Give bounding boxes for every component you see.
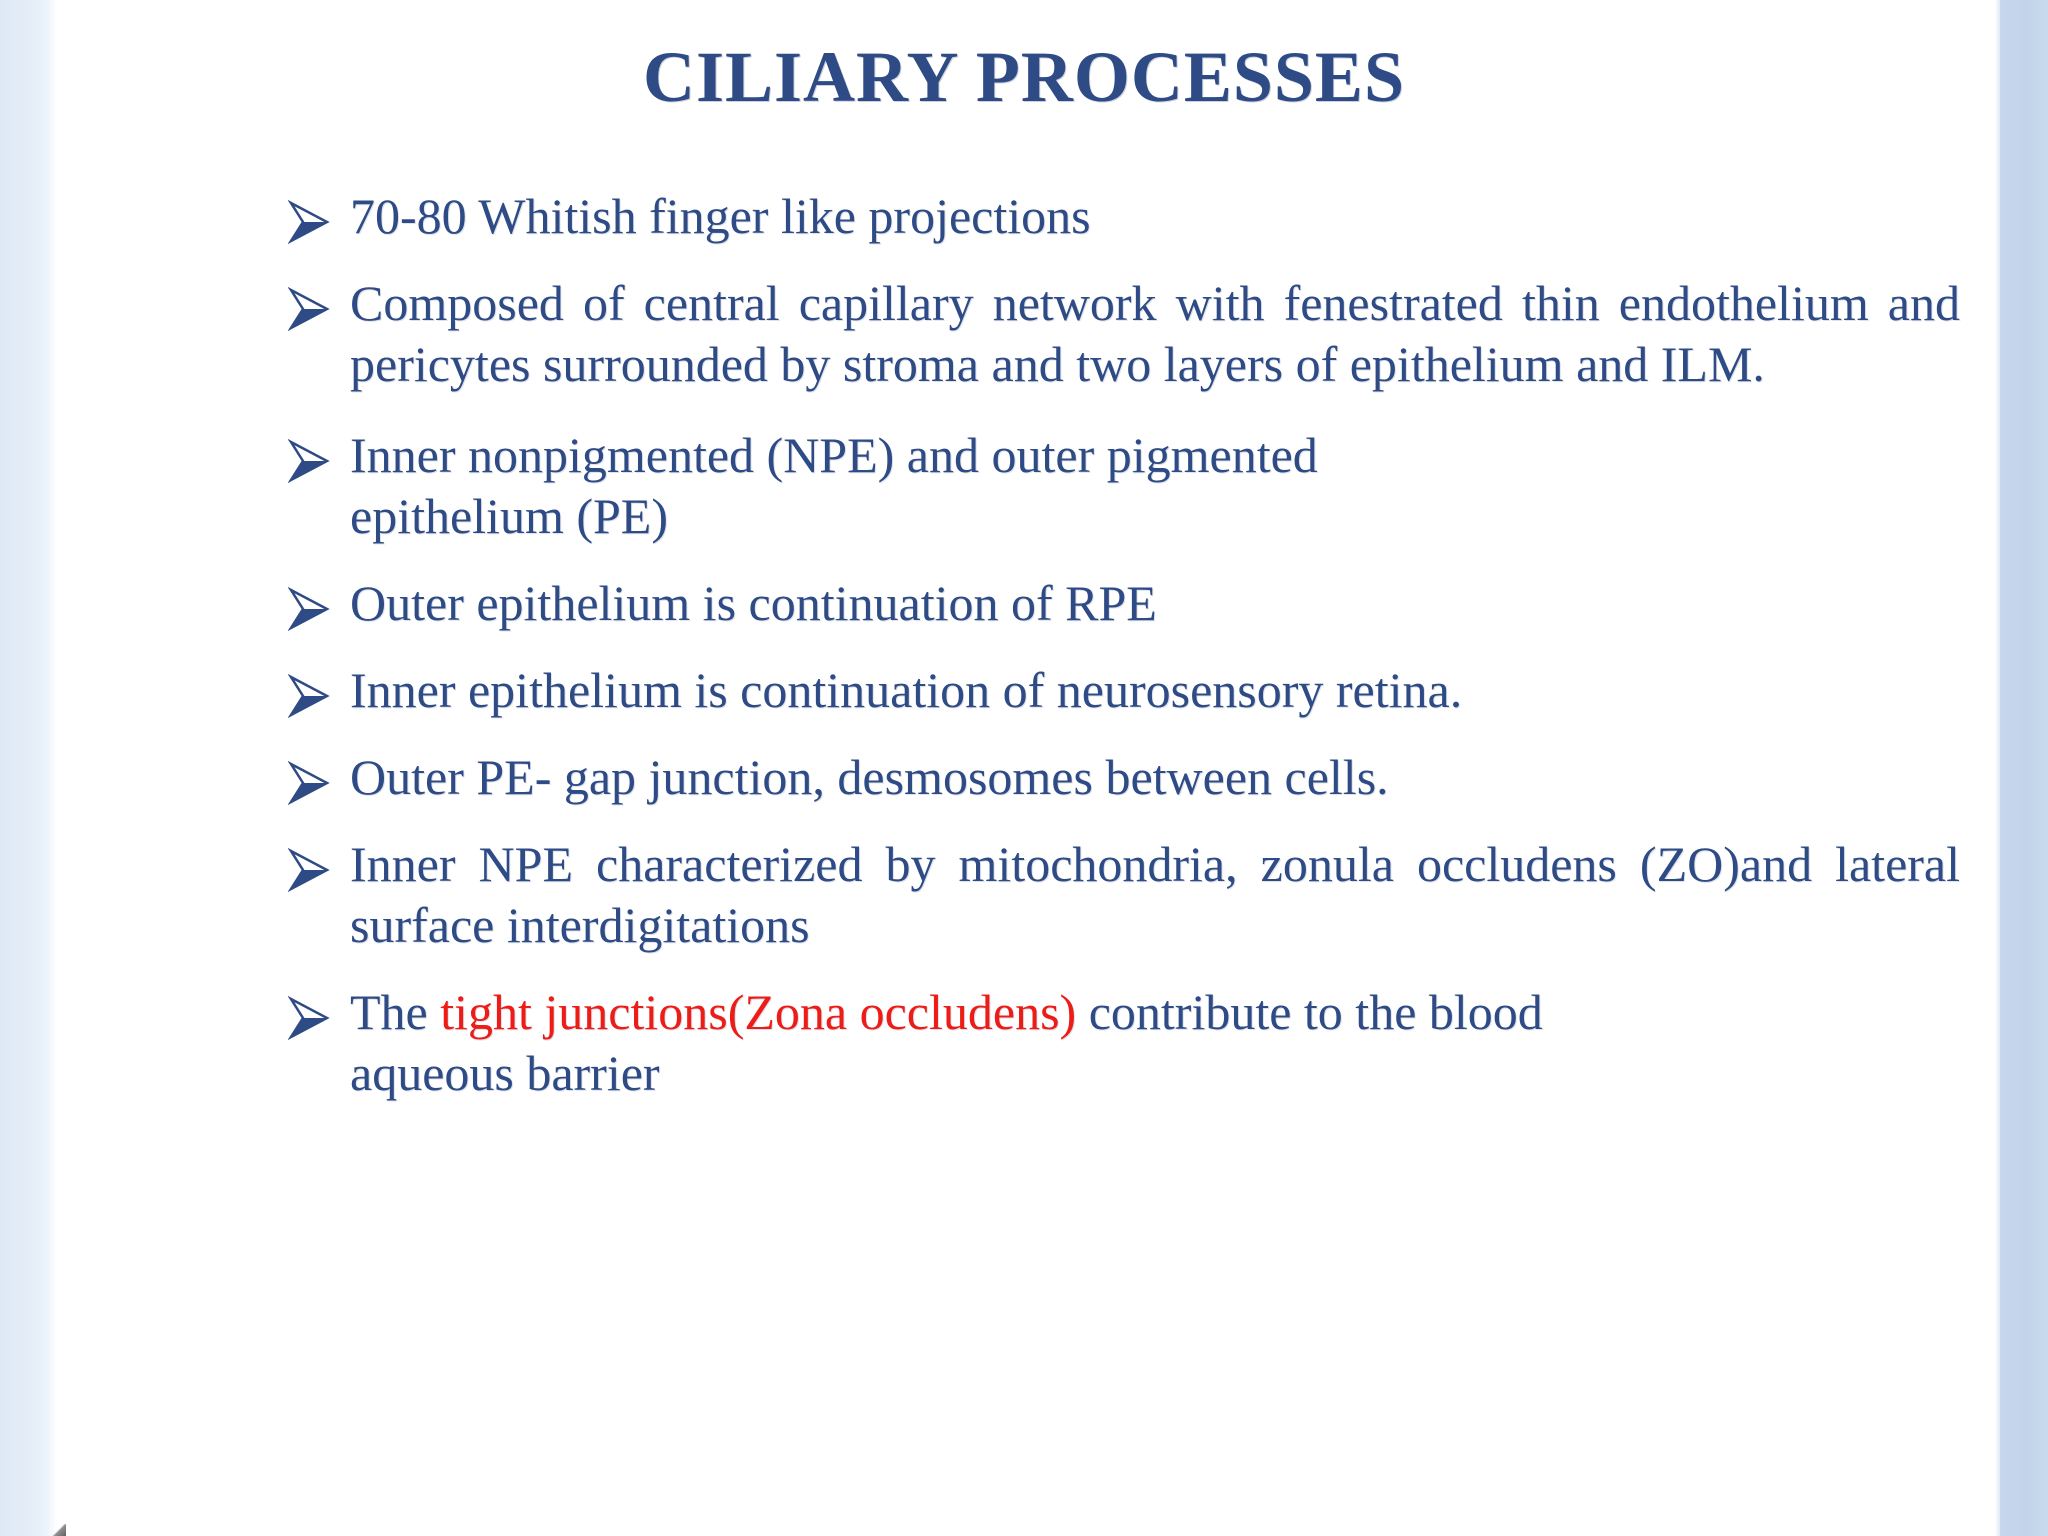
arrowhead-right-icon	[288, 660, 350, 718]
bullet-text: Composed of central capillary network wi…	[350, 273, 1960, 395]
bullet-item-npe-pe: Inner nonpigmented (NPE) and outer pigme…	[288, 425, 1960, 547]
slide-title: CILIARY PROCESSES	[643, 37, 1405, 117]
bullet-text: Outer PE- gap junction, desmosomes betwe…	[350, 749, 1389, 805]
bullet-text: Inner nonpigmented (NPE) and outer pigme…	[350, 427, 1318, 544]
bullet-text: 70-80 Whitish finger like projections	[350, 188, 1091, 244]
arrowhead-right-icon	[288, 747, 350, 805]
right-edge-band	[2000, 0, 2048, 1536]
bullet-list: 70-80 Whitish finger like projections Co…	[288, 186, 1960, 1104]
arrowhead-right-icon	[288, 573, 350, 631]
bullet-text-after: contribute to the blood aqueous barrier	[350, 984, 1543, 1101]
bullet-item-composition: Composed of central capillary network wi…	[288, 273, 1960, 395]
bullet-item-outer-rpe: Outer epithelium is continuation of RPE	[288, 573, 1960, 634]
bullet-item-outer-pe-junctions: Outer PE- gap junction, desmosomes betwe…	[288, 747, 1960, 808]
arrowhead-right-icon	[288, 186, 350, 244]
bottom-left-corner-mark	[52, 1524, 66, 1536]
bullet-paragraph: Inner NPE characterized by mitochondria,…	[350, 836, 1960, 953]
arrowhead-right-icon	[288, 834, 350, 892]
arrowhead-right-icon	[288, 425, 350, 483]
bullet-paragraph: Composed of central capillary network wi…	[350, 275, 1960, 392]
bullet-text: Inner epithelium is continuation of neur…	[350, 662, 1463, 718]
bullet-text-before: The	[350, 984, 441, 1040]
bullet-item-inner-retina: Inner epithelium is continuation of neur…	[288, 660, 1960, 721]
left-edge-highlight	[52, 0, 56, 1536]
arrowhead-right-icon	[288, 273, 350, 331]
left-edge-band	[0, 0, 52, 1536]
bullet-item-projections: 70-80 Whitish finger like projections	[288, 186, 1960, 247]
bullet-text: Outer epithelium is continuation of RPE	[350, 575, 1157, 631]
arrowhead-right-icon	[288, 982, 350, 1040]
bullet-text: Inner NPE characterized by mitochondria,…	[350, 834, 1960, 956]
bullet-item-inner-npe-features: Inner NPE characterized by mitochondria,…	[288, 834, 1960, 956]
bullet-text-accent: tight junctions(Zona occludens)	[440, 984, 1077, 1040]
bullet-text: The tight junctions(Zona occludens) cont…	[350, 982, 1565, 1104]
right-edge-highlight	[1995, 0, 2000, 1536]
bullet-item-tight-junctions: The tight junctions(Zona occludens) cont…	[288, 982, 1960, 1104]
